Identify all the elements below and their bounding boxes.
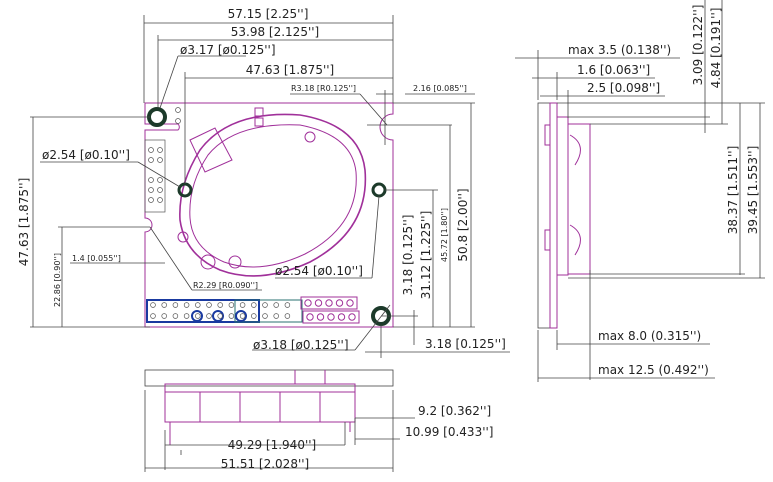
dim-hole-edge-offset-h: 3.18 [0.125''] [425,337,506,351]
small-hole-right [371,182,387,198]
dim-hole-span-width: 53.98 [2.125''] [231,25,319,39]
connector-block [146,296,360,324]
connector-pin [335,299,344,307]
connector-pin [195,302,201,308]
dim-small-hole-span: 47.63 [1.875''] [246,63,334,77]
dim-hole-edge-offset-v: 3.18 [0.125''] [401,215,415,296]
dim-max-total: max 12.5 (0.492'') [598,363,709,377]
connector-pin [183,313,190,319]
dim-small-hole-dia-right: ø2.54 [ø0.10''] [275,264,363,278]
connector-pin [251,313,257,319]
connector-pin [251,302,257,308]
connector-pin [284,302,291,308]
board-outline [144,102,394,328]
connector-pin [262,302,268,308]
connector-pins [150,299,356,321]
connector-pin [239,302,246,308]
connector-pin [239,313,246,319]
dim-slot-height: 22.86 [0.90''] [53,253,62,307]
board-side [549,102,558,329]
dim-slot-radius: R2.29 [R0.090''] [193,281,258,290]
dim-overall-height: 50.8 [2.00''] [456,188,470,261]
connector-pin [304,299,312,307]
dim-body-height: 9.2 [0.362''] [418,404,491,418]
dim-large-hole-dia-bottom: ø3.18 [ø0.125''] [253,338,349,352]
dim-body-len-2: 39.45 [1.553''] [746,146,760,234]
connector-pin [228,302,235,308]
bottom-view: 9.2 [0.362''] 10.99 [0.433''] 49.29 [1.9… [144,369,493,472]
dim-board-thickness: 1.6 [0.063''] [577,63,650,77]
mounting-hole-top-left [147,107,167,127]
dim-max-front: max 8.0 (0.315'') [598,329,701,343]
connector-pin [161,302,167,308]
dim-left-height: 47.63 [1.875''] [17,178,31,266]
dim-max-back: max 3.5 (0.138'') [568,43,671,57]
side-view: max 3.5 (0.138'') 1.6 [0.063''] 2.5 [0.0… [515,0,765,382]
connector-pin [172,313,179,319]
connector-pin [195,313,201,319]
connector-pin [217,313,223,319]
connector-pin [150,302,156,308]
connector-pin [348,313,356,321]
dim-large-hole-dia-top: ø3.17 [ø0.125''] [180,43,276,57]
connector-pin [217,302,223,308]
dim-notch-radius: R3.18 [R0.125''] [291,84,356,93]
connector-pin [183,302,190,308]
dim-total-width: 51.51 [2.028''] [221,457,309,471]
connector-pin [150,313,156,319]
connector-pin [273,302,279,308]
connector-pin [306,313,314,321]
connector-pin [314,299,323,307]
connector-pin [206,302,212,308]
connector-pin [327,313,335,321]
connector-pin [337,313,346,321]
dim-body-len-1: 38.37 [1.511''] [726,146,740,234]
connector-pin [228,313,235,319]
connector-pin [172,302,179,308]
connector-pin [325,299,333,307]
connector-pin [284,313,291,319]
top-view: 57.15 [2.25''] 53.98 [2.125''] ø3.17 [ø0… [17,7,510,358]
connector-pin [316,313,325,321]
top-view-dimension-lines [30,15,510,358]
connector-pin [346,299,354,307]
dim-slot-depth: 1.4 [0.055''] [72,254,121,263]
dim-total-height: 10.99 [0.433''] [405,425,493,439]
dim-small-hole-dia-left: ø2.54 [ø0.10''] [42,148,130,162]
small-hole-left [177,182,193,198]
connector-pin [273,313,279,319]
sensor-body [177,107,367,277]
connector-pin [206,313,212,319]
dim-standoff: 2.5 [0.098''] [587,81,660,95]
connector-pin [262,313,268,319]
board-edge [144,369,394,387]
dim-top-offset-1: 3.09 [0.122''] [691,5,705,86]
connector-pin [161,313,167,319]
dim-notch-height: 45.72 [1.80''] [440,208,449,262]
dim-notch-offset: 2.16 [0.085''] [413,84,467,93]
pin-header-left [144,107,181,213]
dim-small-hole-height: 31.12 [1.225''] [419,211,433,299]
dim-top-offset-2: 4.84 [0.191''] [709,8,723,89]
dim-overall-width: 57.15 [2.25''] [228,7,309,21]
dim-body-width: 49.29 [1.940''] [228,438,316,452]
